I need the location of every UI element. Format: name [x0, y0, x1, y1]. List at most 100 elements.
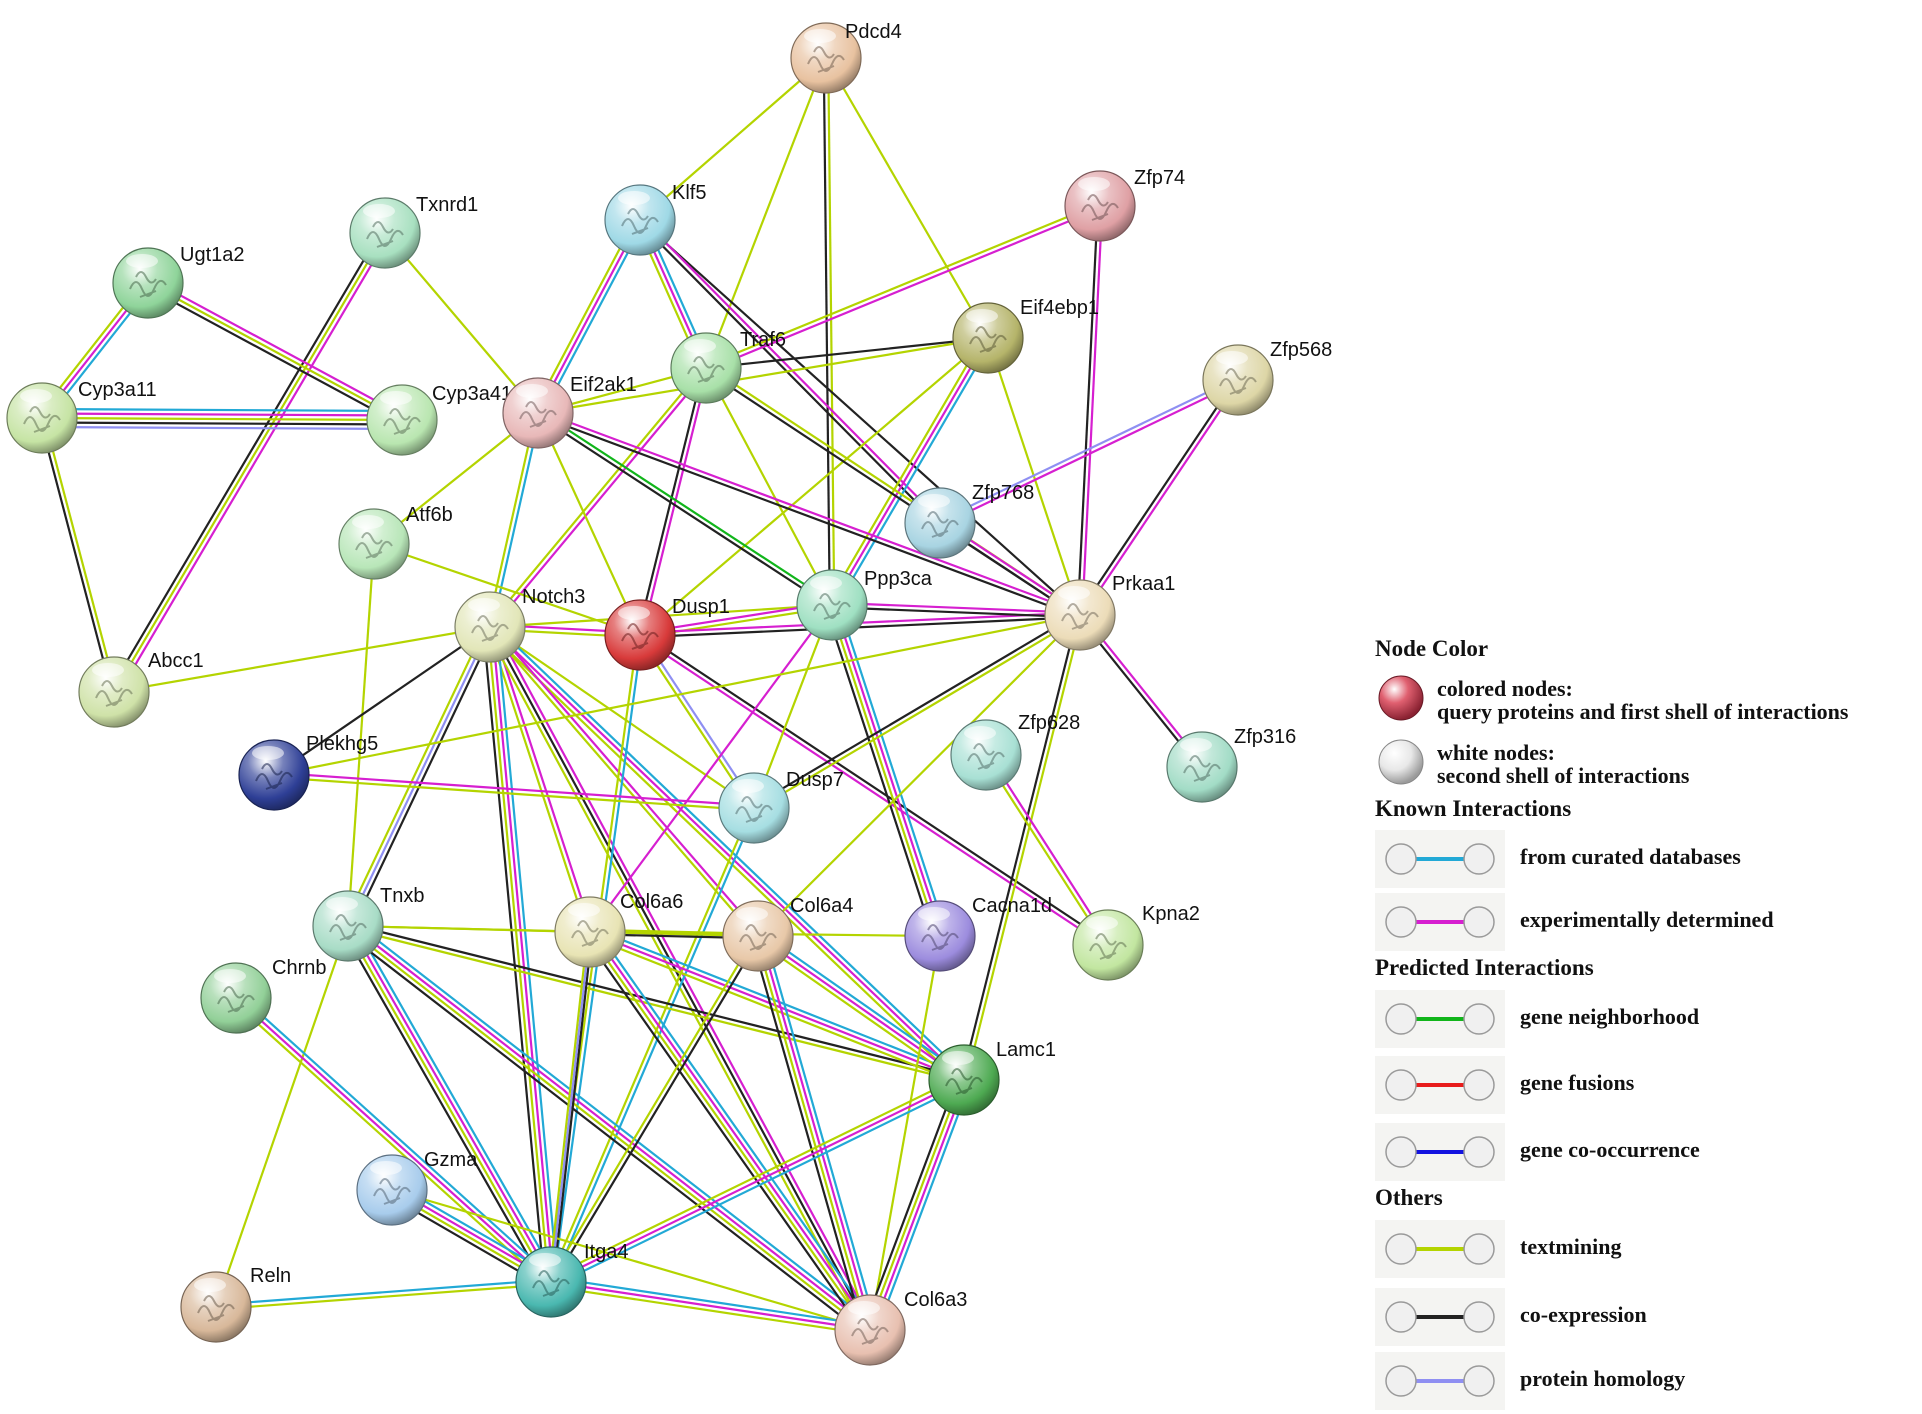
node-traf6[interactable]: Traf6 [670, 329, 786, 404]
node-pdcd4[interactable]: Pdcd4 [790, 21, 902, 94]
edge-line-experimental [589, 604, 833, 933]
node-tnxb[interactable]: Tnxb [312, 885, 424, 962]
node-highlight [1086, 916, 1118, 930]
edge-lamc1-col6a3 [862, 1077, 972, 1333]
legend-node-color-heading: Node Color [1375, 636, 1489, 661]
node-lamc1[interactable]: Lamc1 [928, 1039, 1056, 1116]
protein-structure-icon [23, 406, 61, 433]
node-zfp628[interactable]: Zfp628 [950, 712, 1080, 791]
edge-line-homology [549, 931, 592, 1283]
node-col6a3[interactable]: Col6a3 [834, 1289, 967, 1366]
edge-line-homology [347, 626, 491, 927]
node-label: Col6a3 [904, 1289, 967, 1311]
legend-known-heading: Known Interactions [1375, 796, 1572, 821]
node-highlight [1058, 586, 1090, 600]
edge-zfp568-zfp768 [938, 376, 1240, 527]
node-highlight [92, 663, 124, 677]
edge-line-experimental [590, 930, 873, 1330]
edge-line-textmining [347, 924, 759, 938]
node-highlight [618, 606, 650, 620]
protein-structure-icon [373, 1178, 411, 1205]
edge-line-textmining [486, 629, 962, 1085]
cooccurrence-swatch [1375, 1123, 1505, 1181]
edge-line-textmining [639, 337, 989, 636]
edge-line-textmining [533, 217, 637, 412]
node-highlight [380, 391, 412, 405]
node-ugt1a2[interactable]: Ugt1a2 [112, 244, 245, 319]
node-klf5[interactable]: Klf5 [604, 182, 706, 256]
edge-cyp3a11-abcc1 [38, 417, 118, 693]
edge-line-textmining [273, 613, 1081, 777]
edge-eif2ak1-prkaa1 [536, 409, 1082, 619]
node-gzma[interactable]: Gzma [356, 1149, 478, 1226]
edge-line-curated [42, 407, 403, 413]
colored-nodes-label: colored nodes: query proteins and first … [1437, 677, 1848, 723]
node-txnrd1[interactable]: Txnrd1 [349, 194, 478, 269]
edge-col6a6-itga4 [547, 931, 594, 1283]
node-dusp7[interactable]: Dusp7 [718, 769, 844, 844]
edge-klf5-prkaa1 [639, 219, 1081, 616]
edge-txnrd1-eif2ak1 [384, 232, 539, 414]
legend-neighborhood: gene neighborhood [1375, 990, 1915, 1052]
edge-notch3-abcc1 [113, 625, 491, 694]
colored-nodes-line1: colored nodes: [1437, 676, 1573, 701]
edge-line-experimental [871, 1080, 968, 1332]
node-col6a4[interactable]: Col6a4 [722, 895, 853, 972]
node-cyp3a11[interactable]: Cyp3a11 [6, 379, 157, 454]
protein-structure-icon [471, 615, 509, 642]
node-prkaa1[interactable]: Prkaa1 [1044, 573, 1175, 651]
node-itga4[interactable]: Itga4 [515, 1241, 628, 1318]
legend-experimental: experimentally determined [1375, 893, 1915, 955]
node-label: Cyp3a11 [78, 379, 157, 401]
edge-line-curated [834, 339, 993, 608]
node-cacna1d[interactable]: Cacna1d [904, 895, 1052, 972]
node-ppp3ca[interactable]: Ppp3ca [796, 568, 933, 641]
node-eif2ak1[interactable]: Eif2ak1 [502, 374, 637, 449]
node-highlight [684, 339, 716, 353]
fusion-label: gene fusions [1520, 1070, 1635, 1095]
protein-structure-icon [687, 356, 725, 383]
node-label: Klf5 [672, 182, 706, 204]
edge-line-experimental [537, 219, 641, 414]
node-highlight [964, 726, 996, 740]
edge-eif2ak1-notch3 [486, 412, 542, 628]
swatch-node-icon [1463, 906, 1495, 938]
node-zfp568[interactable]: Zfp568 [1202, 339, 1332, 416]
homology-label: protein homology [1520, 1366, 1686, 1391]
node-notch3[interactable]: Notch3 [454, 586, 585, 663]
textmining-swatch [1375, 1220, 1505, 1278]
node-abcc1[interactable]: Abcc1 [78, 650, 204, 728]
edge-line-textmining [754, 615, 1082, 811]
node-label: Traf6 [740, 329, 786, 351]
edge-line-textmining [537, 336, 989, 415]
edge-ugt1a2-cyp3a41a [145, 278, 405, 425]
edge-line-homology [938, 376, 1238, 522]
node-eif4ebp1[interactable]: Eif4ebp1 [952, 297, 1099, 374]
node-zfp768[interactable]: Zfp768 [904, 482, 1034, 559]
edge-line-experimental [1080, 380, 1241, 617]
edge-traf6-dusp1 [636, 367, 710, 636]
protein-structure-icon [969, 326, 1007, 353]
edge-line-textmining [757, 614, 1081, 937]
edge-tnxb-reln [214, 925, 350, 1308]
node-atf6b[interactable]: Atf6b [338, 504, 453, 580]
node-reln[interactable]: Reln [180, 1265, 291, 1343]
edge-reln-itga4 [215, 1278, 552, 1311]
node-cyp3a41a[interactable]: Cyp3a41a [366, 383, 524, 456]
edge-line-curated [215, 1278, 551, 1306]
node-zfp316[interactable]: Zfp316 [1166, 726, 1296, 803]
edge-prkaa1-dusp7 [752, 612, 1082, 811]
node-plekhg5[interactable]: Plekhg5 [238, 733, 378, 811]
node-zfp74[interactable]: Zfp74 [1064, 167, 1185, 242]
edge-eif4ebp1-dusp1 [639, 337, 989, 636]
edge-line-curated [238, 993, 555, 1280]
node-dusp1[interactable]: Dusp1 [604, 596, 730, 671]
edge-line-curated [541, 221, 645, 416]
edge-line-textmining [345, 926, 870, 1333]
node-label: Abcc1 [148, 650, 204, 672]
node-col6a6[interactable]: Col6a6 [554, 891, 683, 968]
node-kpna2[interactable]: Kpna2 [1072, 903, 1200, 981]
edge-cacna1d-col6a3 [868, 935, 942, 1331]
node-chrnb[interactable]: Chrnb [200, 957, 326, 1034]
edge-line-curated [594, 927, 877, 1327]
